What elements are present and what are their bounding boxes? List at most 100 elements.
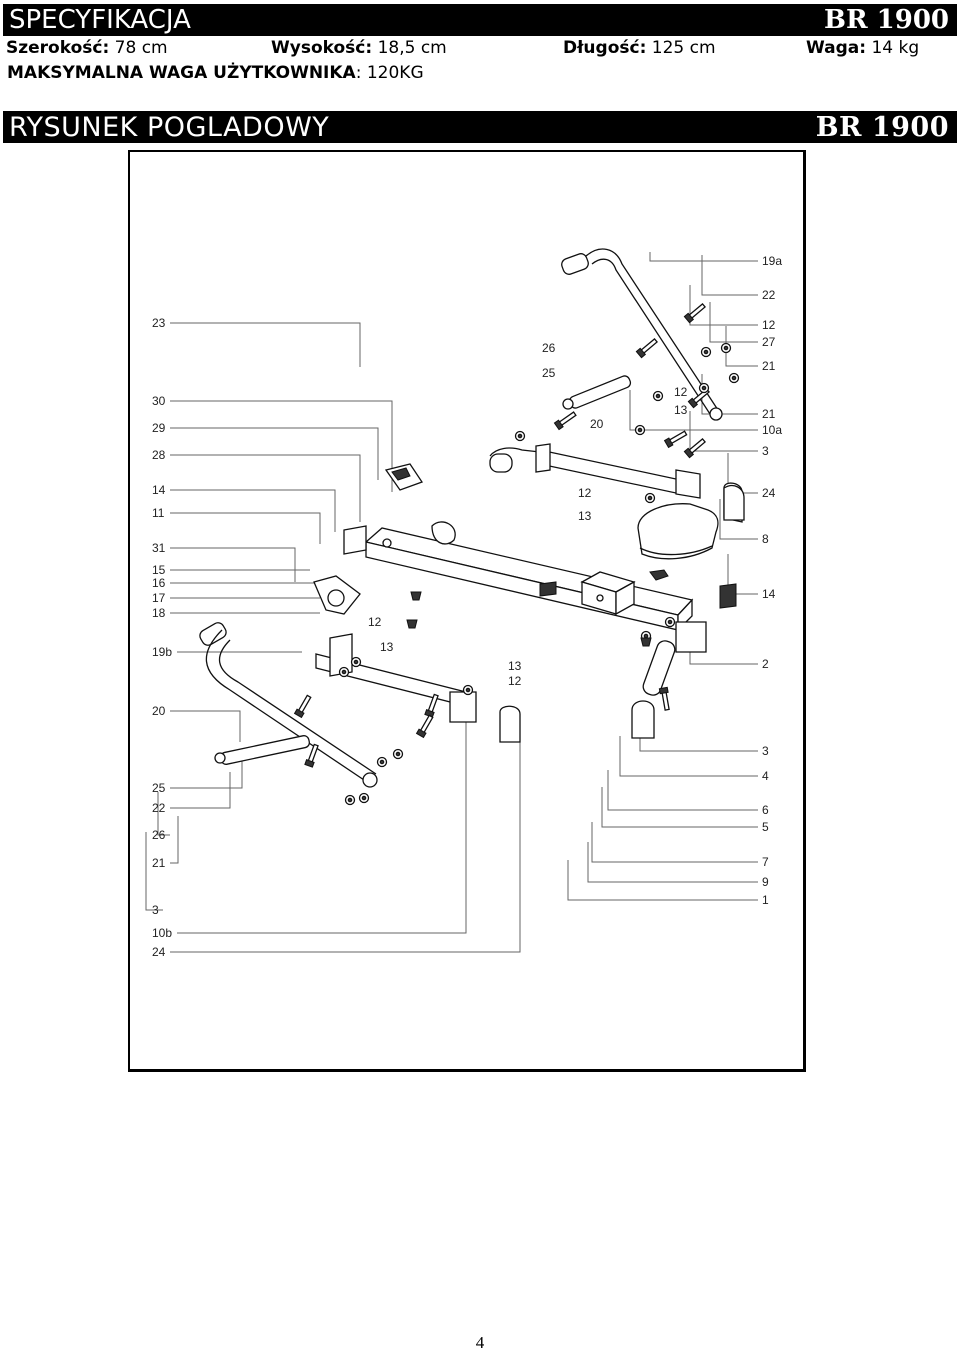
- exploded-diagram: 233029281411311516171819b2025222621310b2…: [145, 248, 782, 959]
- spec-weight: Waga: 14 kg: [806, 38, 919, 58]
- rubber-foot: [640, 637, 652, 647]
- rubber-foot: [406, 619, 418, 629]
- bolt: [683, 302, 706, 324]
- part-label-21: 21: [762, 359, 776, 373]
- leader-line: [170, 752, 243, 789]
- spec-weight-label: Waga:: [806, 38, 867, 58]
- nut-hole: [723, 345, 729, 351]
- part-label-13: 13: [380, 640, 394, 654]
- part-label-8: 8: [762, 532, 769, 546]
- part-label-17: 17: [152, 591, 166, 605]
- drawing-header-bar: RYSUNEK POGLADOWY BR 1900: [3, 111, 957, 143]
- part-label-25: 25: [152, 781, 166, 795]
- nut-hole: [701, 385, 707, 391]
- part-label-14: 14: [152, 483, 166, 497]
- spec-max-label: MAKSYMALNA WAGA UŻYTKOWNIKA: [7, 63, 356, 83]
- leader-line: [170, 400, 393, 492]
- rubber-foot: [410, 591, 422, 601]
- part-label-12: 12: [674, 385, 688, 399]
- spec-length: Długość: 125 cm: [563, 38, 716, 58]
- part-label-3: 3: [762, 744, 769, 758]
- spec-width-value: 78 cm: [114, 38, 168, 58]
- leader-line: [170, 742, 521, 953]
- leader-line: [157, 792, 170, 836]
- part-label-28: 28: [152, 448, 166, 462]
- end-caps: [719, 484, 745, 609]
- leader-line: [587, 842, 758, 883]
- seat-cushion: [637, 503, 719, 581]
- part-label-20: 20: [590, 417, 604, 431]
- bolt: [635, 337, 658, 359]
- part-label-15: 15: [152, 563, 166, 577]
- leader-line: [689, 285, 758, 326]
- part-label-6: 6: [762, 803, 769, 817]
- nut-hole: [395, 751, 401, 757]
- bolt: [658, 686, 670, 711]
- leader-line: [170, 710, 241, 742]
- part-label-7: 7: [762, 855, 769, 869]
- spec-height-label: Wysokość:: [271, 38, 373, 58]
- part-label-12: 12: [368, 615, 382, 629]
- part-label-13: 13: [674, 403, 688, 417]
- foot-rest: [313, 463, 456, 615]
- nut-hole: [353, 659, 359, 665]
- lower-crossbar: [199, 622, 521, 788]
- leader-line: [639, 711, 758, 752]
- spec-height-value: 18,5 cm: [377, 38, 447, 58]
- front-foot: [631, 621, 707, 739]
- drawing-title: RYSUNEK POGLADOWY: [9, 111, 330, 143]
- spec-max-user-weight: MAKSYMALNA WAGA UŻYTKOWNIKA: 120KG: [7, 63, 424, 83]
- bolt: [663, 430, 688, 449]
- part-label-3: 3: [762, 444, 769, 458]
- part-label-11: 11: [152, 506, 165, 520]
- part-label-4: 4: [762, 769, 769, 783]
- part-label-12: 12: [578, 486, 592, 500]
- leader-line: [649, 252, 758, 262]
- spec-max-value: : 120KG: [355, 63, 424, 83]
- drawing-model: BR 1900: [815, 111, 949, 143]
- spec-header-bar: SPECYFIKACJA BR 1900: [3, 4, 957, 36]
- part-label-23: 23: [152, 316, 166, 330]
- leader-line: [170, 427, 379, 480]
- part-label-30: 30: [152, 394, 166, 408]
- bolt: [415, 714, 434, 739]
- part-label-18: 18: [152, 606, 166, 620]
- part-label-31: 31: [152, 541, 166, 555]
- part-label-3: 3: [152, 903, 159, 917]
- spec-length-label: Długość:: [563, 38, 647, 58]
- fasteners: [293, 302, 740, 806]
- leader-line: [170, 322, 361, 367]
- leader-line: [701, 255, 758, 296]
- part-label-12: 12: [508, 674, 522, 688]
- nut-hole: [731, 375, 737, 381]
- part-label-29: 29: [152, 421, 166, 435]
- nut-hole: [379, 759, 385, 765]
- nut-hole: [647, 495, 653, 501]
- part-label-10b: 10b: [152, 926, 172, 940]
- leader-line: [619, 736, 758, 777]
- spec-model: BR 1900: [824, 5, 949, 35]
- part-label-1: 1: [762, 893, 769, 907]
- part-label-16: 16: [152, 576, 166, 590]
- leader-line: [567, 860, 758, 901]
- spec-weight-value: 14 kg: [871, 38, 920, 58]
- leader-line: [725, 326, 758, 367]
- bolt: [683, 437, 706, 459]
- leader-line: [170, 547, 296, 582]
- nut-hole: [341, 669, 347, 675]
- nut-hole: [361, 795, 367, 801]
- part-label-27: 27: [762, 335, 776, 349]
- part-label-22: 22: [152, 801, 166, 815]
- spec-title: SPECYFIKACJA: [9, 5, 191, 35]
- leader-line: [170, 454, 361, 522]
- leader-line: [170, 772, 231, 809]
- part-label-13: 13: [578, 509, 592, 523]
- spec-width: Szerokość: 78 cm: [6, 38, 168, 58]
- nut-hole: [655, 393, 661, 399]
- part-label-12: 12: [762, 318, 776, 332]
- leader-line: [170, 816, 179, 864]
- part-label-13: 13: [508, 659, 522, 673]
- bolt: [293, 694, 312, 719]
- part-label-19a: 19a: [762, 254, 782, 268]
